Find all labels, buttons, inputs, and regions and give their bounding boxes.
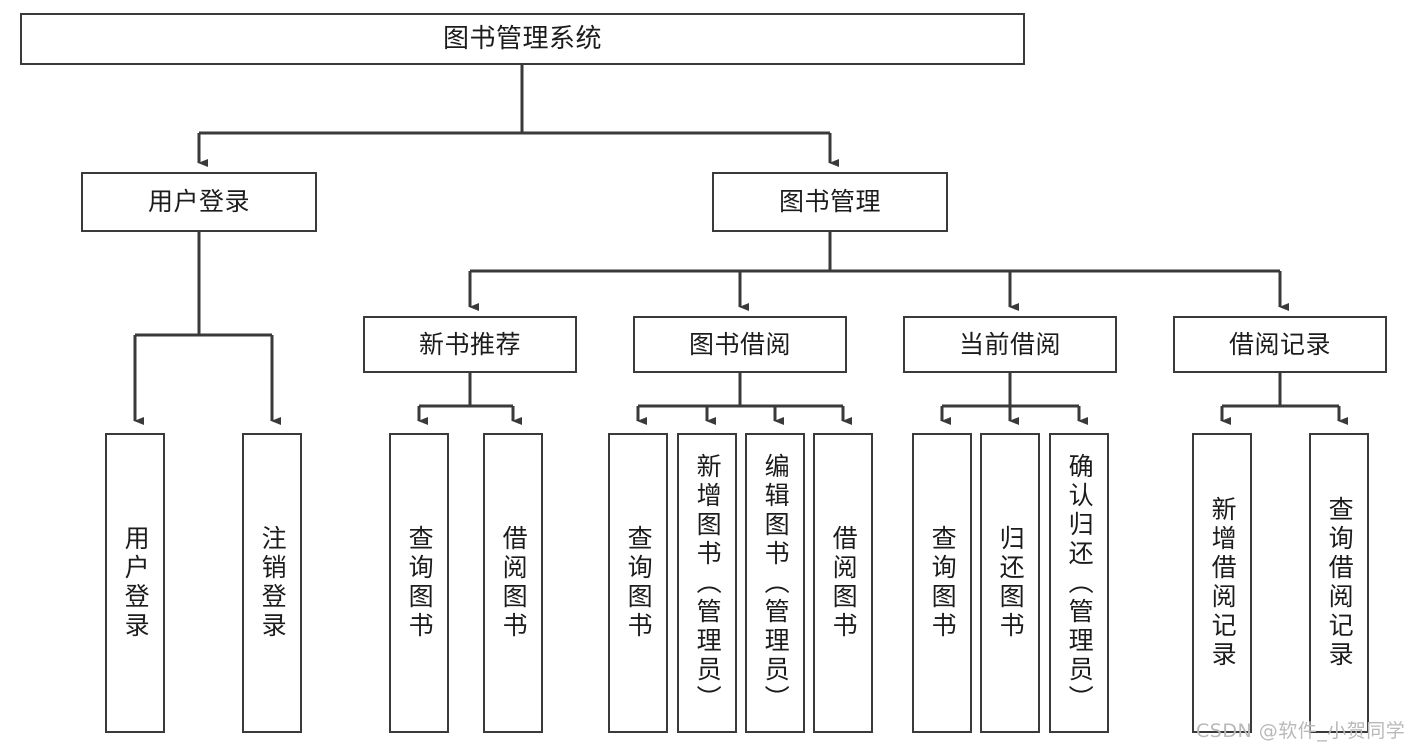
node-leaf-edit-book[interactable]: 编辑图书（管理员） bbox=[745, 433, 805, 733]
node-leaf-borrow-book-1-label: 借阅图书 bbox=[499, 525, 529, 641]
node-leaf-borrow-book-2[interactable]: 借阅图书 bbox=[813, 433, 873, 733]
node-book-management-label: 图书管理 bbox=[778, 187, 881, 217]
node-current-borrow-label: 当前借阅 bbox=[958, 329, 1061, 359]
node-leaf-return-book[interactable]: 归还图书 bbox=[980, 433, 1040, 733]
node-leaf-add-record-label: 新增借阅记录 bbox=[1208, 496, 1238, 670]
node-leaf-query-book-3[interactable]: 查询图书 bbox=[912, 433, 972, 733]
node-leaf-query-book-2-label: 查询图书 bbox=[624, 525, 654, 641]
node-borrow-record[interactable]: 借阅记录 bbox=[1173, 316, 1387, 373]
node-user-login[interactable]: 用户登录 bbox=[81, 172, 317, 232]
node-leaf-borrow-book-2-label: 借阅图书 bbox=[829, 525, 859, 641]
node-borrow-record-label: 借阅记录 bbox=[1228, 329, 1331, 359]
node-book-borrow-label: 图书借阅 bbox=[688, 329, 791, 359]
node-leaf-return-book-label: 归还图书 bbox=[996, 525, 1026, 641]
node-leaf-confirm-return-label: 确认归还（管理员） bbox=[1065, 452, 1095, 714]
node-root[interactable]: 图书管理系统 bbox=[20, 13, 1025, 65]
node-current-borrow[interactable]: 当前借阅 bbox=[903, 316, 1117, 373]
node-leaf-user-login-label: 用户登录 bbox=[121, 525, 151, 641]
node-leaf-logout-login[interactable]: 注销登录 bbox=[242, 433, 302, 733]
node-book-borrow[interactable]: 图书借阅 bbox=[633, 316, 847, 373]
node-new-book-recommend[interactable]: 新书推荐 bbox=[363, 316, 577, 373]
node-book-management[interactable]: 图书管理 bbox=[712, 172, 948, 232]
node-new-book-recommend-label: 新书推荐 bbox=[418, 329, 521, 359]
node-leaf-query-book-1[interactable]: 查询图书 bbox=[389, 433, 449, 733]
node-user-login-label: 用户登录 bbox=[147, 187, 250, 217]
node-leaf-query-book-1-label: 查询图书 bbox=[405, 525, 435, 641]
node-leaf-query-record[interactable]: 查询借阅记录 bbox=[1309, 433, 1369, 733]
node-leaf-add-record[interactable]: 新增借阅记录 bbox=[1192, 433, 1252, 733]
node-leaf-confirm-return[interactable]: 确认归还（管理员） bbox=[1049, 433, 1109, 733]
node-leaf-logout-login-label: 注销登录 bbox=[258, 525, 288, 641]
node-leaf-add-book-label: 新增图书（管理员） bbox=[693, 452, 723, 714]
node-leaf-query-book-3-label: 查询图书 bbox=[928, 525, 958, 641]
node-leaf-query-book-2[interactable]: 查询图书 bbox=[608, 433, 668, 733]
node-leaf-add-book[interactable]: 新增图书（管理员） bbox=[677, 433, 737, 733]
node-leaf-query-record-label: 查询借阅记录 bbox=[1325, 496, 1355, 670]
node-leaf-borrow-book-1[interactable]: 借阅图书 bbox=[483, 433, 543, 733]
node-root-label: 图书管理系统 bbox=[442, 23, 602, 54]
node-leaf-user-login[interactable]: 用户登录 bbox=[105, 433, 165, 733]
node-leaf-edit-book-label: 编辑图书（管理员） bbox=[761, 452, 791, 714]
